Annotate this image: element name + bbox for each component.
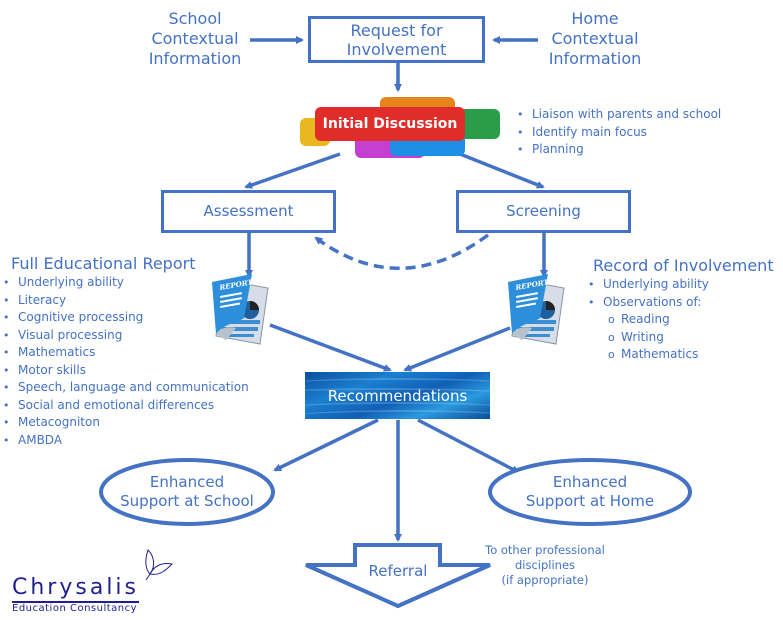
logo-name: Chrysalis — [12, 575, 139, 603]
record-heading: Record of Involvement — [593, 256, 774, 275]
referral-arrow-shape — [305, 543, 491, 609]
list-item: Cognitive processing — [0, 309, 249, 327]
list-item: Metacogniton — [0, 414, 249, 432]
support-school-label: Enhanced Support at School — [120, 473, 254, 510]
chrysalis-logo: Chrysalis Education Consultancy — [12, 575, 139, 614]
initial-discussion-bullets: Liaison with parents and school Identify… — [514, 106, 721, 159]
referral-label: Referral — [368, 562, 428, 580]
sub-list-item: Writing — [585, 329, 709, 347]
support-school-ellipse — [99, 458, 275, 526]
list-item: AMBDA — [0, 432, 249, 450]
list-item: Visual processing — [0, 327, 249, 345]
list-item: Speech, language and communication — [0, 379, 249, 397]
arrow-recommendations-to-school — [273, 418, 379, 472]
full-report-list: Underlying ability Literacy Cognitive pr… — [0, 274, 249, 449]
sub-list-item: Mathematics — [585, 346, 709, 364]
record-list: Underlying ability Observations of: Read… — [585, 276, 709, 364]
sub-list-item: Reading — [585, 311, 709, 329]
list-item: Observations of: — [585, 294, 709, 312]
arrow-report-to-recommendations — [269, 323, 392, 372]
arrow-record-to-recommendations — [403, 326, 511, 372]
report-document-icon: REPORT — [212, 274, 269, 345]
initial-discussion-bubble: Initial Discussion — [315, 107, 465, 141]
list-item: Literacy — [0, 292, 249, 310]
list-item: Mathematics — [0, 344, 249, 362]
full-report-heading: Full Educational Report — [11, 254, 196, 273]
assessment-box: Assessment — [161, 190, 336, 233]
home-contextual-info: Home Contextual Information — [548, 9, 642, 68]
dashed-screening-to-assessment — [314, 233, 490, 270]
initial-discussion-graphic: Initial Discussion — [300, 90, 510, 160]
arrow-recommendations-to-home — [417, 418, 520, 474]
arrow-discussion-to-screening — [459, 152, 545, 189]
butterfly-icon — [145, 549, 174, 581]
arrow-discussion-to-assessment — [244, 152, 341, 189]
bullet-item: Liaison with parents and school — [514, 106, 721, 124]
recommendations-box: Recommendations — [305, 372, 490, 419]
list-item: Underlying ability — [0, 274, 249, 292]
logo-tagline: Education Consultancy — [12, 603, 138, 614]
list-item: Motor skills — [0, 362, 249, 380]
support-home-ellipse — [488, 458, 692, 526]
bullet-item: Identify main focus — [514, 124, 721, 142]
report-document-icon: REPORT — [508, 274, 565, 345]
school-contextual-info: School Contextual Information — [148, 9, 242, 68]
bullet-item: Planning — [514, 141, 721, 159]
list-item: Underlying ability — [585, 276, 709, 294]
list-item: Social and emotional differences — [0, 397, 249, 415]
referral-note: To other professional disciplines (if ap… — [485, 543, 605, 587]
support-home-label: Enhanced Support at Home — [525, 473, 655, 510]
request-for-involvement-box: Request for Involvement — [308, 16, 485, 63]
screening-box: Screening — [456, 190, 631, 233]
